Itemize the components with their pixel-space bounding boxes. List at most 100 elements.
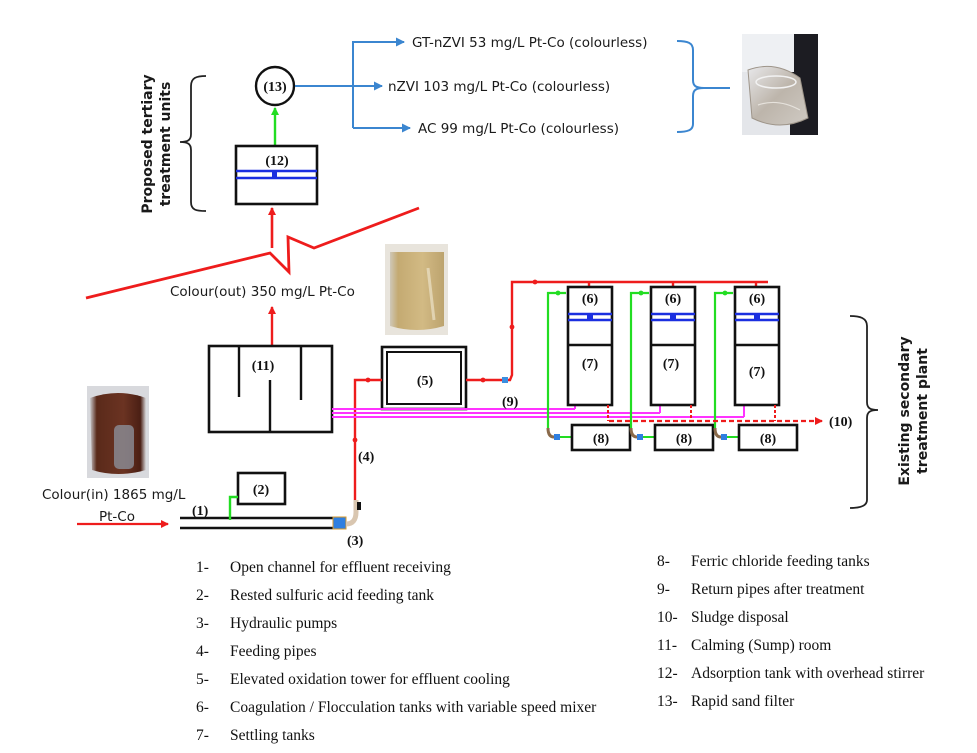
legend-item-number: 2- [196, 587, 209, 604]
unit-label-6: (6) [749, 292, 766, 307]
ferric-chloride-tank-8 [653, 423, 715, 452]
legend-item-number: 5- [196, 671, 209, 688]
secondary-group-label-1: Existing secondary [897, 336, 913, 485]
result-arrows [295, 37, 411, 133]
legend-item-number: 11- [657, 637, 678, 654]
unit-label-1: (1) [192, 504, 209, 519]
pipe-5-to-6 [466, 280, 768, 382]
unit-label-9: (9) [502, 395, 519, 410]
raw-effluent-sample-photo [87, 386, 149, 478]
legend-item-number: 6- [196, 699, 209, 716]
mixer-icon [587, 313, 593, 321]
legend-item: 2- Rested sulfuric acid feeding tank [196, 582, 596, 610]
unit-label-8: (8) [676, 432, 693, 447]
adsorption-tank-12: (12) [234, 144, 319, 206]
tank-unit: (6) (7) (8) [546, 285, 632, 452]
legend-item-number: 7- [196, 727, 209, 744]
tank-unit: (6) (7) (8) [713, 285, 799, 452]
unit-label-8: (8) [760, 432, 777, 447]
legend-item: 6- Coagulation / Flocculation tanks with … [196, 694, 596, 722]
legend-item: 11- Calming (Sump) room [657, 632, 924, 660]
legend-item-text: Settling tanks [230, 727, 315, 744]
legend-item-text: Elevated oxidation tower for effluent co… [230, 671, 510, 688]
tertiary-group: Proposed tertiary treatment units [140, 74, 207, 214]
ferric-chloride-tank-8 [570, 423, 632, 452]
legend-item-number: 8- [657, 553, 670, 570]
legend-item: 8- Ferric chloride feeding tanks [657, 548, 924, 576]
unit-label-11: (11) [252, 359, 275, 374]
legend-item-text: Ferric chloride feeding tanks [691, 553, 870, 570]
colour-out-label: Colour(out) 350 mg/L Pt-Co [170, 284, 355, 300]
treated-sample-photo [385, 244, 448, 335]
unit-label-6: (6) [582, 292, 599, 307]
unit-label-12: (12) [265, 154, 289, 169]
oxidation-tower-5: (5) [380, 345, 468, 411]
unit-label-7: (7) [663, 357, 680, 372]
legend-item: 5- Elevated oxidation tower for effluent … [196, 666, 596, 694]
legend-item: 10- Sludge disposal [657, 604, 924, 632]
unit-label-7: (7) [582, 357, 599, 372]
colourless-sample-photo [742, 34, 818, 135]
unit-label-4: (4) [358, 450, 375, 465]
tertiary-group-label-2: treatment units [158, 82, 174, 207]
legend-item-text: Open channel for effluent receiving [230, 559, 451, 576]
legend-item-text: Adsorption tank with overhead stirrer [691, 665, 925, 682]
tertiary-bracket [179, 75, 207, 212]
unit-label-2: (2) [253, 483, 270, 498]
legend-item-number: 1- [196, 559, 209, 576]
unit-label-5: (5) [417, 374, 434, 389]
legend-item-number: 13- [657, 693, 678, 710]
return-pipes-9 [332, 405, 745, 418]
mixer-icon [670, 313, 676, 321]
result-gt-nzvi: GT-nZVI 53 mg/L Pt-Co (colourless) [412, 35, 647, 51]
open-channel-1: (1) [180, 504, 336, 530]
unit-label-10: (10) [829, 415, 853, 430]
ferric-feed-line [629, 291, 649, 430]
hydraulic-pump-3: (3) [332, 500, 364, 549]
acid-tank-2: (2) [228, 471, 287, 520]
legend-item: 3- Hydraulic pumps [196, 610, 596, 638]
legend-item-text: Rapid sand filter [691, 693, 795, 710]
unit-label-13: (13) [263, 80, 287, 95]
ferric-feed-line [713, 291, 733, 430]
tank-unit: (6) (7) (8) [629, 285, 715, 452]
legend-item-text: Sludge disposal [691, 609, 789, 626]
legend-item-number: 12- [657, 665, 678, 682]
tertiary-group-label-1: Proposed tertiary [140, 74, 156, 213]
secondary-group: Existing secondary treatment plant [849, 315, 931, 509]
feeding-pipe-4 [353, 378, 382, 500]
legend-right: 8- Ferric chloride feeding tanks 9- Return … [657, 548, 924, 716]
legend-item: 4- Feeding pipes [196, 638, 596, 666]
legend-item-text: Calming (Sump) room [691, 637, 832, 654]
legend-item-number: 10- [657, 609, 678, 626]
legend-item-number: 3- [196, 615, 209, 632]
secondary-bracket [849, 315, 879, 509]
results-bracket [676, 40, 730, 133]
legend-left: 1- Open channel for effluent receiving 2- R… [196, 554, 596, 750]
legend-item: 1- Open channel for effluent receiving [196, 554, 596, 582]
result-ac: AC 99 mg/L Pt-Co (colourless) [418, 121, 619, 137]
break-line [85, 206, 420, 300]
colour-in-label-2: Pt-Co [99, 509, 135, 525]
legend-item-text: Coagulation / Flocculation tanks with va… [230, 699, 597, 716]
result-nzvi: nZVI 103 mg/L Pt-Co (colourless) [388, 79, 610, 95]
unit-label-8: (8) [593, 432, 610, 447]
legend-item-number: 9- [657, 581, 670, 598]
legend-item-number: 4- [196, 643, 209, 660]
legend-item-text: Return pipes after treatment [691, 581, 865, 598]
mixer-icon [754, 313, 760, 321]
coagulation-settling-tanks: (6) (7) (8) (6) (7) (8) (6) (7) (8) [546, 285, 799, 452]
legend-item: 13- Rapid sand filter [657, 688, 924, 716]
legend-item-text: Hydraulic pumps [230, 615, 338, 632]
ferric-chloride-tank-8 [737, 423, 799, 452]
unit-label-6: (6) [665, 292, 682, 307]
legend-item-text: Rested sulfuric acid feeding tank [230, 587, 435, 604]
legend-item-text: Feeding pipes [230, 643, 317, 660]
colour-in-label-1: Colour(in) 1865 mg/L [42, 487, 186, 503]
unit-label-7: (7) [749, 365, 766, 380]
legend-item: 7- Settling tanks [196, 722, 596, 750]
secondary-group-label-2: treatment plant [915, 348, 931, 474]
rapid-sand-filter-13: (13) [254, 65, 296, 107]
legend-item: 12- Adsorption tank with overhead stirrer [657, 660, 924, 688]
